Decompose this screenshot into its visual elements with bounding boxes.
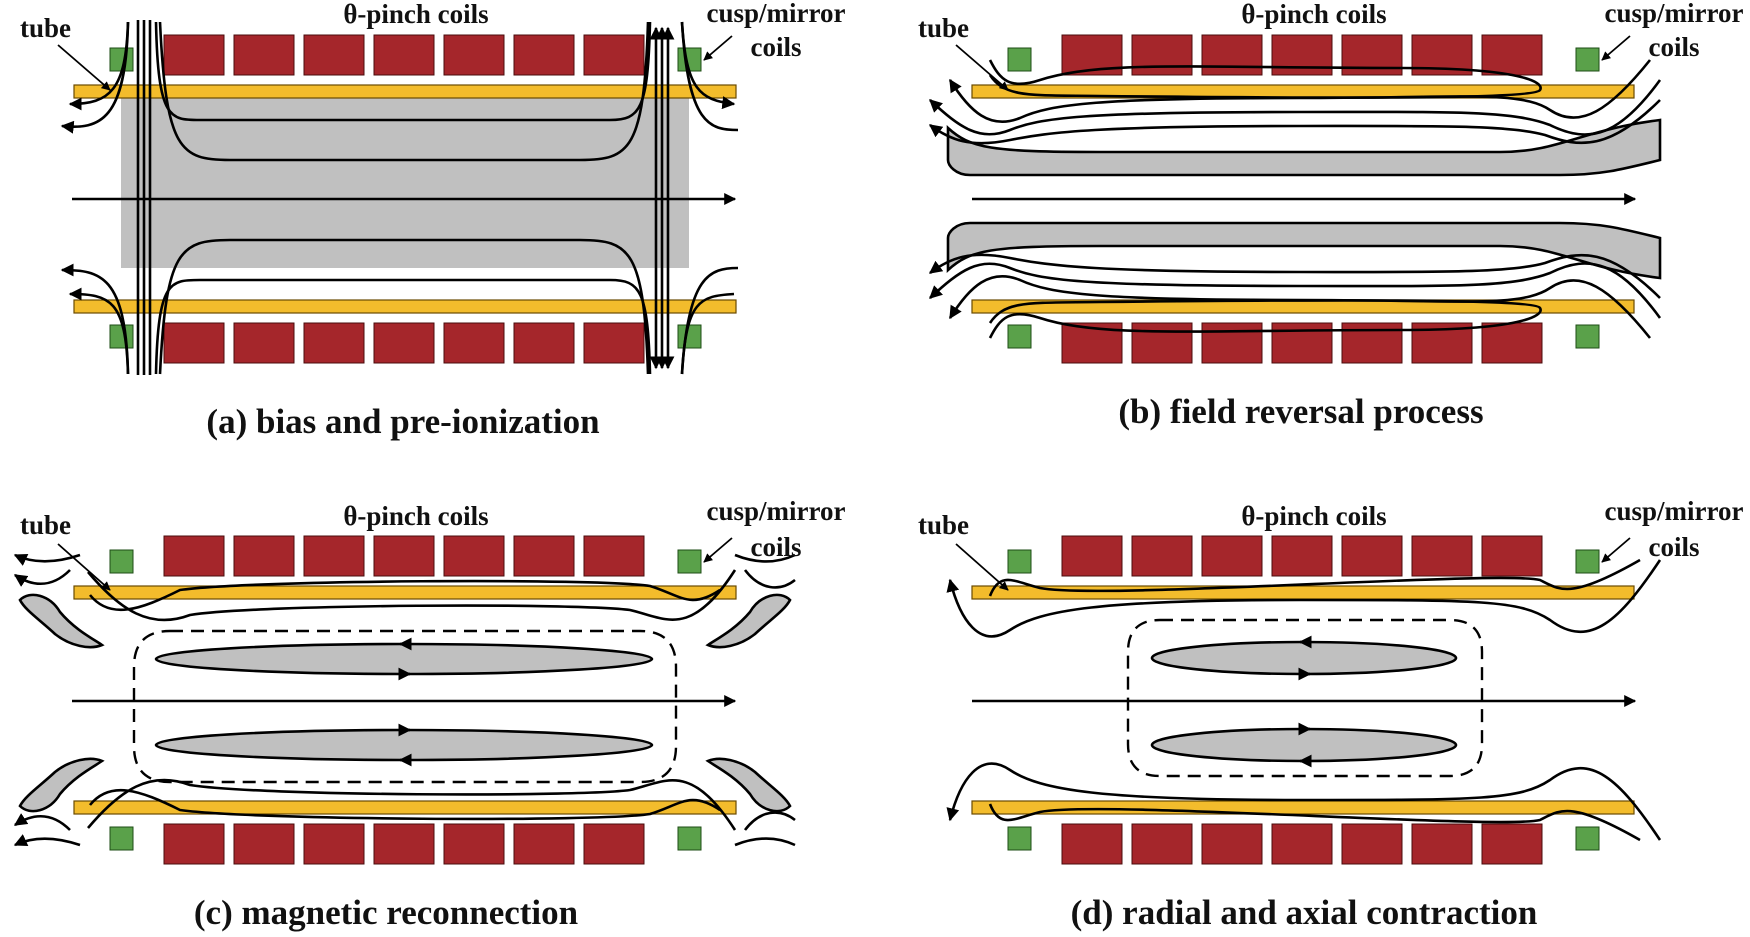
panel-caption: (d) radial and axial contraction xyxy=(1071,893,1538,932)
cusp-pointer xyxy=(1601,35,1631,61)
reversed-field-lines xyxy=(928,59,1662,339)
theta-pinch-coils-top xyxy=(163,34,645,76)
cusp-label-line2: coils xyxy=(1649,32,1700,62)
field-lines xyxy=(13,553,796,847)
theta-pinch-label: θ-pinch coils xyxy=(1241,0,1386,29)
cusp-pointer xyxy=(703,35,733,61)
theta-pinch-label: θ-pinch coils xyxy=(1241,501,1386,531)
tube-label: tube xyxy=(20,510,71,540)
plasma-bottom xyxy=(946,221,1662,280)
cusp-label-line1: cusp/mirror xyxy=(1605,496,1744,526)
plasmoid-top xyxy=(1150,640,1458,676)
bias-field-lines xyxy=(60,21,739,375)
tube-top xyxy=(971,585,1635,600)
tube-bottom xyxy=(73,800,737,815)
cusp-label-line1: cusp/mirror xyxy=(707,0,846,28)
tube-label: tube xyxy=(918,13,969,43)
tube-bottom xyxy=(971,800,1635,815)
cusp-coil xyxy=(1575,826,1600,851)
separatrix xyxy=(132,629,678,784)
theta-pinch-coils-top xyxy=(163,535,645,577)
theta-pinch-label: θ-pinch coils xyxy=(343,0,488,29)
cusp-coil xyxy=(677,324,702,349)
plasmoid-bottom xyxy=(154,728,654,762)
cusp-coil xyxy=(1007,549,1032,574)
cusp-label-line2: coils xyxy=(1649,532,1700,562)
cusp-coil xyxy=(109,549,134,574)
plasma-region xyxy=(121,92,689,268)
cusp-field-lines xyxy=(136,20,675,375)
tube-pointer xyxy=(57,44,111,91)
panel-caption: (c) magnetic reconnection xyxy=(194,893,578,932)
cusp-coil xyxy=(1007,47,1032,72)
tube-label: tube xyxy=(918,510,969,540)
tube-top xyxy=(73,585,737,600)
cusp-coil xyxy=(1575,47,1600,72)
cusp-coil xyxy=(677,826,702,851)
plasma-jet xyxy=(18,757,105,813)
cusp-pointer xyxy=(703,537,733,563)
tube-pointer xyxy=(57,543,111,591)
tube-top xyxy=(73,84,737,99)
panel-caption: (a) bias and pre-ionization xyxy=(206,402,599,441)
panel-d: θ-pinch coils tube cusp/mirror coils (d)… xyxy=(918,496,1744,932)
panel-caption: (b) field reversal process xyxy=(1118,392,1483,431)
plasmoid-bottom xyxy=(1150,727,1458,763)
cusp-pointer xyxy=(1601,537,1631,563)
tube-pointer xyxy=(955,543,1009,591)
theta-pinch-coils-top xyxy=(1061,535,1543,577)
plasma-jet xyxy=(18,593,105,649)
cusp-coil xyxy=(109,324,134,349)
panel-c: θ-pinch coils tube cusp/mirror coils (c)… xyxy=(13,496,846,932)
tube-pointer xyxy=(955,44,1009,91)
cusp-label-line1: cusp/mirror xyxy=(707,496,846,526)
cusp-coil xyxy=(1007,324,1032,349)
plasma-jet xyxy=(705,593,792,649)
separatrix xyxy=(1126,618,1484,778)
cusp-label-line2: coils xyxy=(751,32,802,62)
theta-pinch-coils-bottom xyxy=(1061,823,1543,865)
plasma-jet xyxy=(705,757,792,813)
plasmoid-top xyxy=(154,642,654,676)
cusp-coil xyxy=(1575,324,1600,349)
field-lines xyxy=(946,558,1662,842)
panel-a: θ-pinch coils tube cusp/mirror coils (a)… xyxy=(20,0,846,441)
cusp-coil xyxy=(1575,549,1600,574)
cusp-coil xyxy=(1007,826,1032,851)
cusp-coil xyxy=(677,549,702,574)
theta-pinch-coils-bottom xyxy=(163,823,645,865)
cusp-label-line1: cusp/mirror xyxy=(1605,0,1744,28)
cusp-coil xyxy=(109,826,134,851)
cusp-label-line2: coils xyxy=(751,532,802,562)
theta-pinch-label: θ-pinch coils xyxy=(343,501,488,531)
panel-b: θ-pinch coils tube cusp/mirror coils (b)… xyxy=(918,0,1744,431)
theta-pinch-coils-bottom xyxy=(163,322,645,364)
tube-bottom xyxy=(73,299,737,314)
tube-label: tube xyxy=(20,13,71,43)
plasma-top xyxy=(946,118,1662,177)
